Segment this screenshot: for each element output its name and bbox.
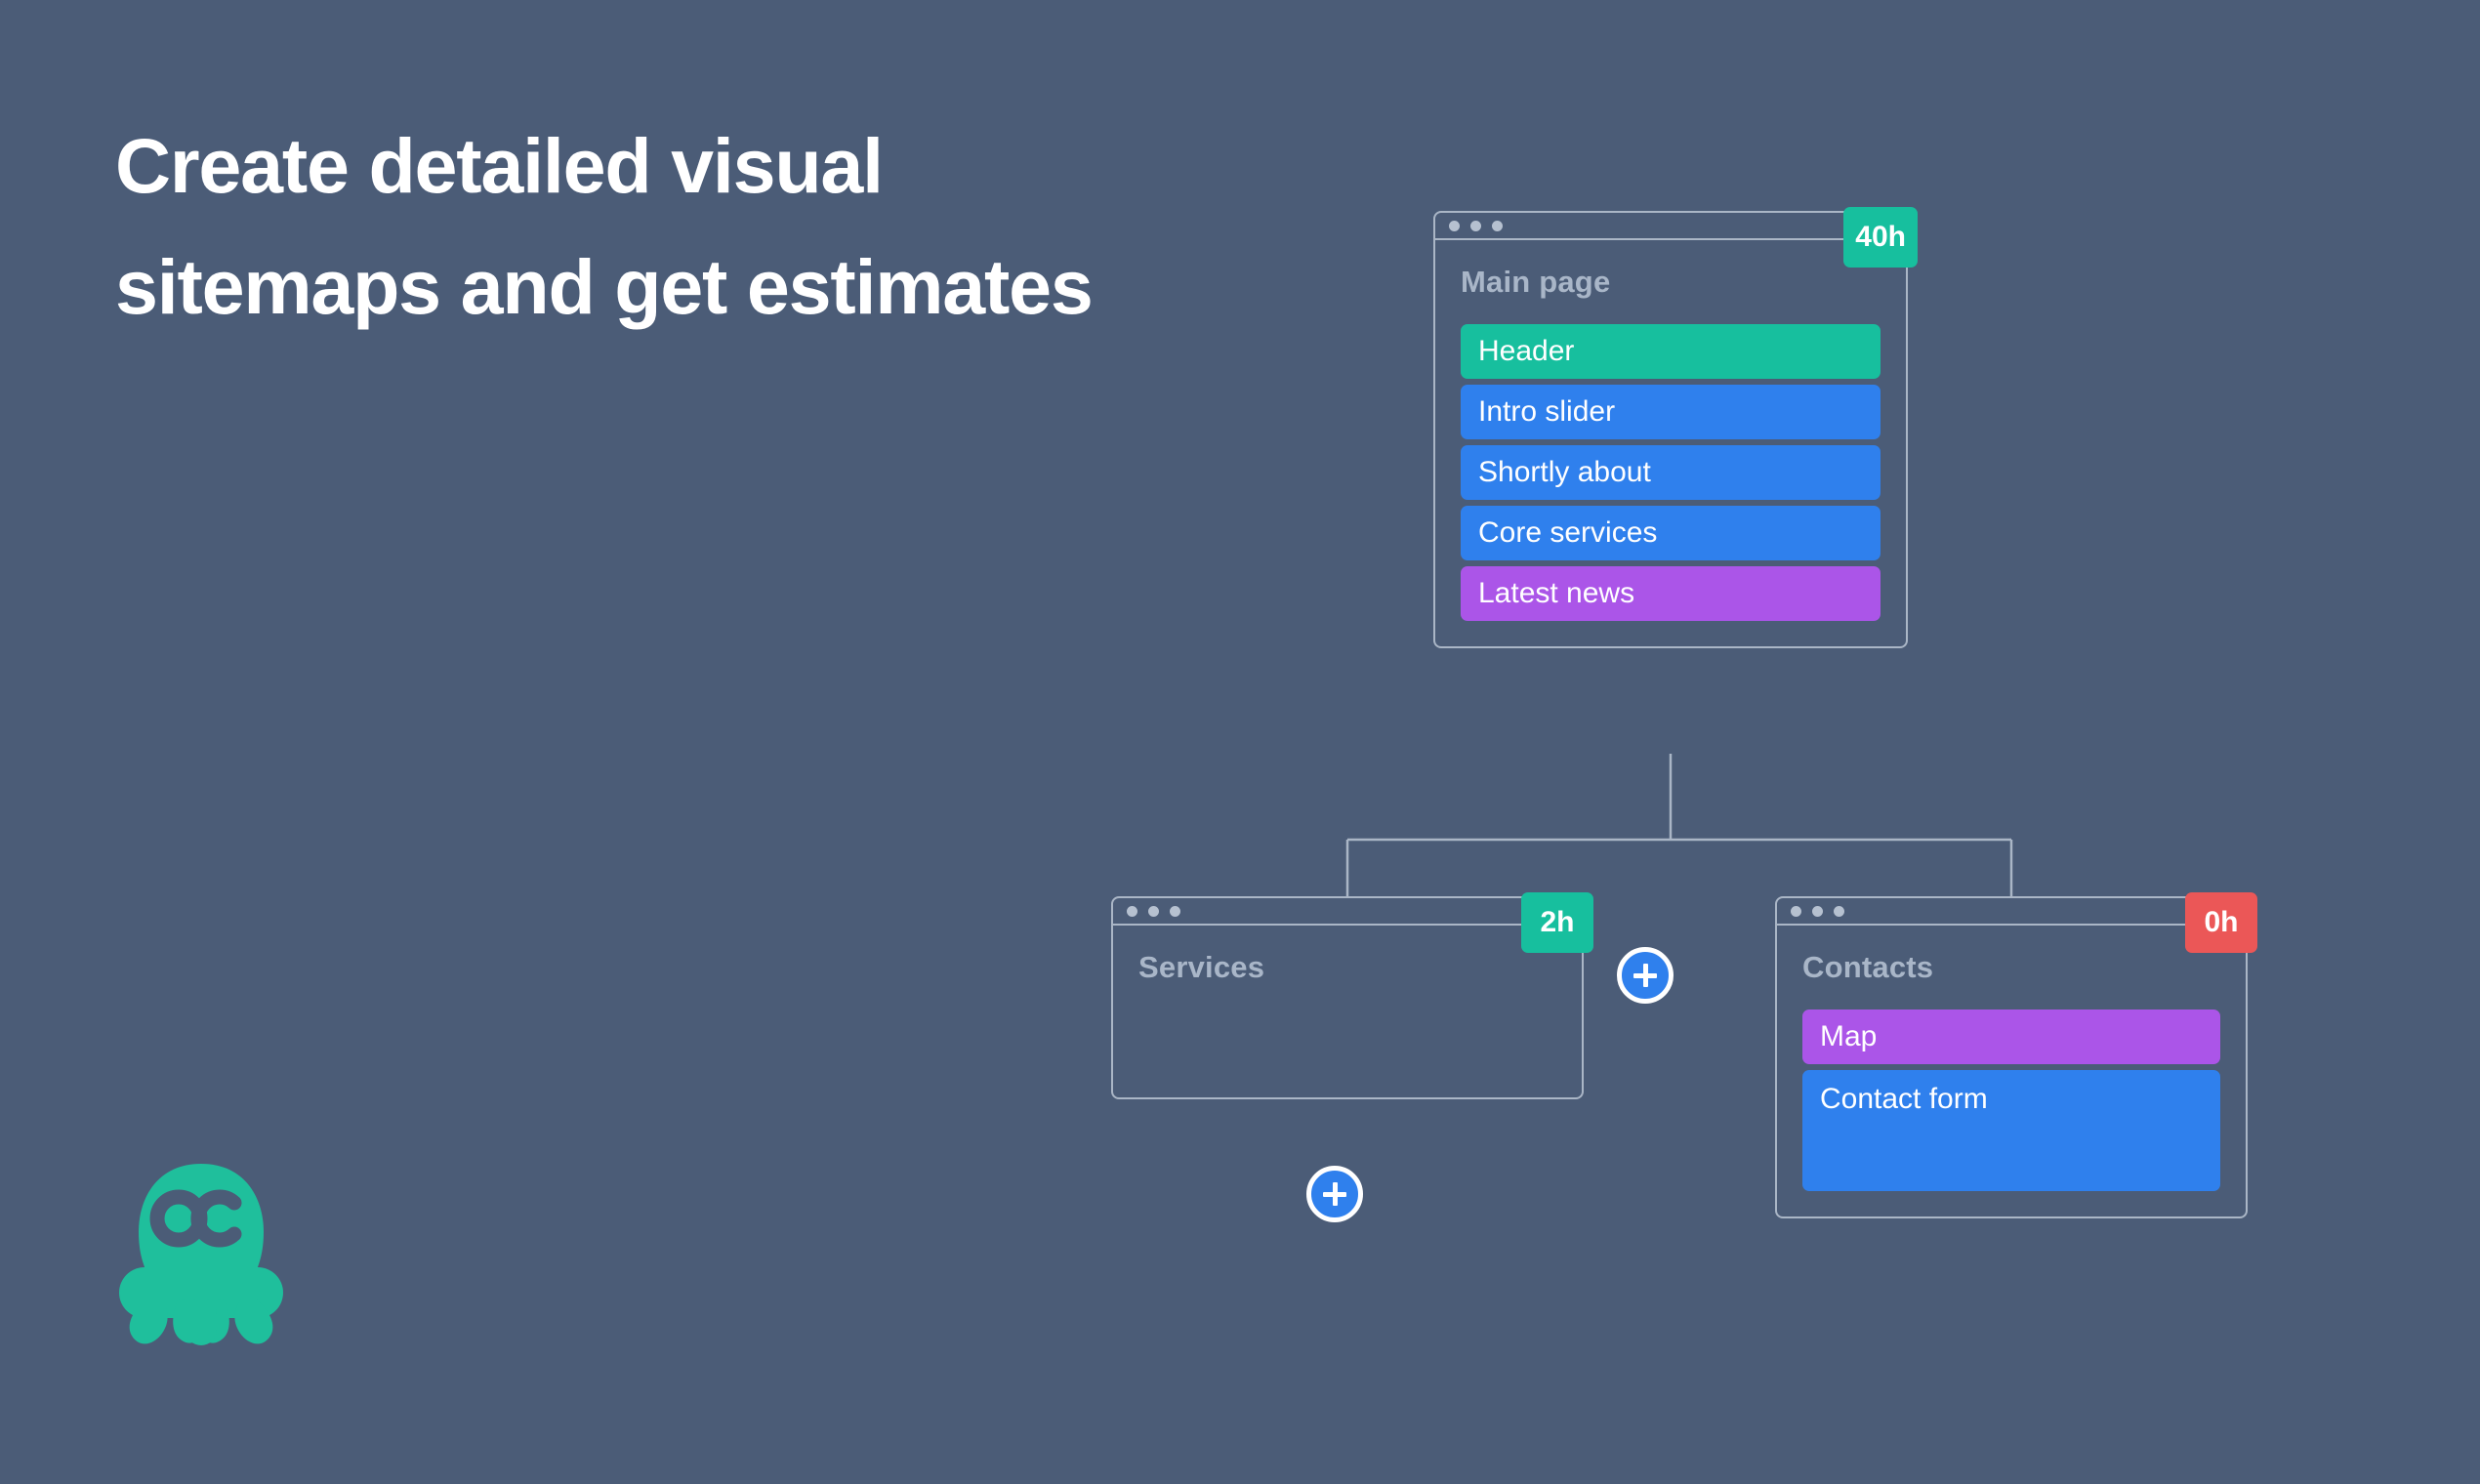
node-block-label: Shortly about	[1478, 456, 1651, 489]
window-dot-icon	[1791, 905, 1801, 917]
node-block-list: Header Intro slider Shortly about Core s…	[1461, 324, 1881, 622]
sitemap-node-services[interactable]: 2h Services	[1111, 892, 1593, 1099]
add-child-page-button[interactable]	[1306, 1166, 1363, 1222]
node-block[interactable]: Contact form	[1802, 1070, 2220, 1192]
node-block-list: Map Contact form	[1802, 1010, 2220, 1192]
window-dot-icon	[1492, 220, 1503, 231]
node-block[interactable]: Shortly about	[1461, 445, 1881, 501]
octopus-logo	[117, 1162, 285, 1347]
node-body: Contacts Map Contact form	[1775, 926, 2248, 1219]
node-block[interactable]: Intro slider	[1461, 385, 1881, 440]
add-sibling-page-button[interactable]	[1617, 947, 1674, 1004]
window-titlebar	[1775, 896, 2248, 926]
window-dot-icon	[1148, 905, 1159, 917]
node-block-label: Map	[1820, 1020, 1878, 1053]
node-block[interactable]: Map	[1802, 1010, 2220, 1065]
window-dot-icon	[1812, 905, 1823, 917]
node-block[interactable]: Core services	[1461, 506, 1881, 561]
node-title: Contacts	[1802, 950, 1934, 984]
plus-icon	[1642, 964, 1648, 987]
node-block-label: Latest news	[1478, 577, 1635, 610]
node-body: Services	[1111, 926, 1584, 1099]
sitemap-node-main[interactable]: 40h Main page Header Intro slider Shortl…	[1433, 207, 1918, 649]
window-dot-icon	[1449, 220, 1460, 231]
window-titlebar	[1111, 896, 1584, 926]
node-block-label: Core services	[1478, 516, 1658, 550]
window-dot-icon	[1170, 905, 1180, 917]
node-title: Main page	[1461, 265, 1611, 299]
estimate-badge[interactable]: 2h	[1521, 892, 1593, 953]
plus-icon	[1332, 1182, 1338, 1206]
node-block-label: Contact form	[1820, 1083, 1988, 1116]
node-block-label: Header	[1478, 335, 1575, 368]
page-headline: Create detailed visual sitemaps and get …	[115, 122, 1094, 330]
estimate-badge[interactable]: 0h	[2185, 892, 2257, 953]
node-body: Main page Header Intro slider Shortly ab…	[1433, 240, 1908, 649]
sitemap-node-contacts[interactable]: 0h Contacts Map Contact form	[1775, 892, 2257, 1219]
window-dot-icon	[1834, 905, 1844, 917]
window-titlebar	[1433, 211, 1908, 240]
node-title: Services	[1138, 950, 1265, 984]
node-block[interactable]: Header	[1461, 324, 1881, 380]
window-dot-icon	[1127, 905, 1137, 917]
node-block[interactable]: Latest news	[1461, 566, 1881, 622]
window-dot-icon	[1470, 220, 1481, 231]
node-block-label: Intro slider	[1478, 395, 1616, 429]
estimate-badge[interactable]: 40h	[1843, 207, 1918, 268]
